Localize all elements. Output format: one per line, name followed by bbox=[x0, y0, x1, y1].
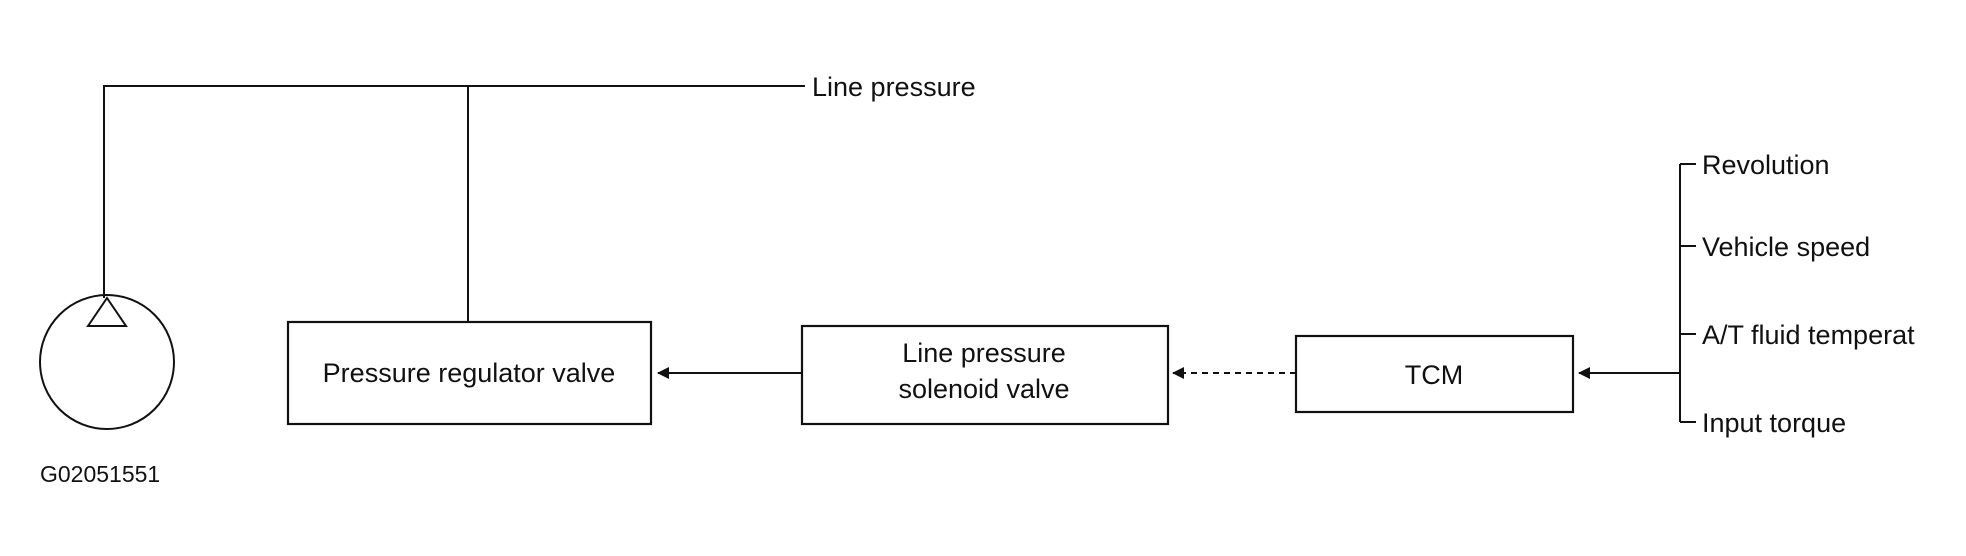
input-vehicle-speed: Vehicle speed bbox=[1702, 232, 1870, 262]
line-pressure-label: Line pressure bbox=[812, 72, 976, 102]
tcm-box bbox=[1294, 334, 1575, 414]
line-pressure-solenoid-valve-label-2: solenoid valve bbox=[898, 374, 1069, 404]
line-pressure-solenoid-valve-box bbox=[800, 324, 1170, 426]
tcm-label: TCM bbox=[1405, 360, 1463, 390]
line-pressure-circuit bbox=[103, 85, 805, 322]
figure-code: G02051551 bbox=[40, 461, 160, 487]
input-at-fluid-temperature: A/T fluid temperat bbox=[1702, 320, 1915, 350]
line-pressure-solenoid-valve-label-1: Line pressure bbox=[902, 338, 1066, 368]
tcm-input-bus bbox=[1679, 163, 1696, 423]
pressure-regulator-valve-label: Pressure regulator valve bbox=[323, 358, 616, 388]
pressure-regulator-valve-box bbox=[286, 320, 653, 426]
oil-pump-icon bbox=[39, 294, 175, 430]
input-torque: Input torque bbox=[1702, 408, 1846, 438]
input-revolution: Revolution bbox=[1702, 150, 1830, 180]
